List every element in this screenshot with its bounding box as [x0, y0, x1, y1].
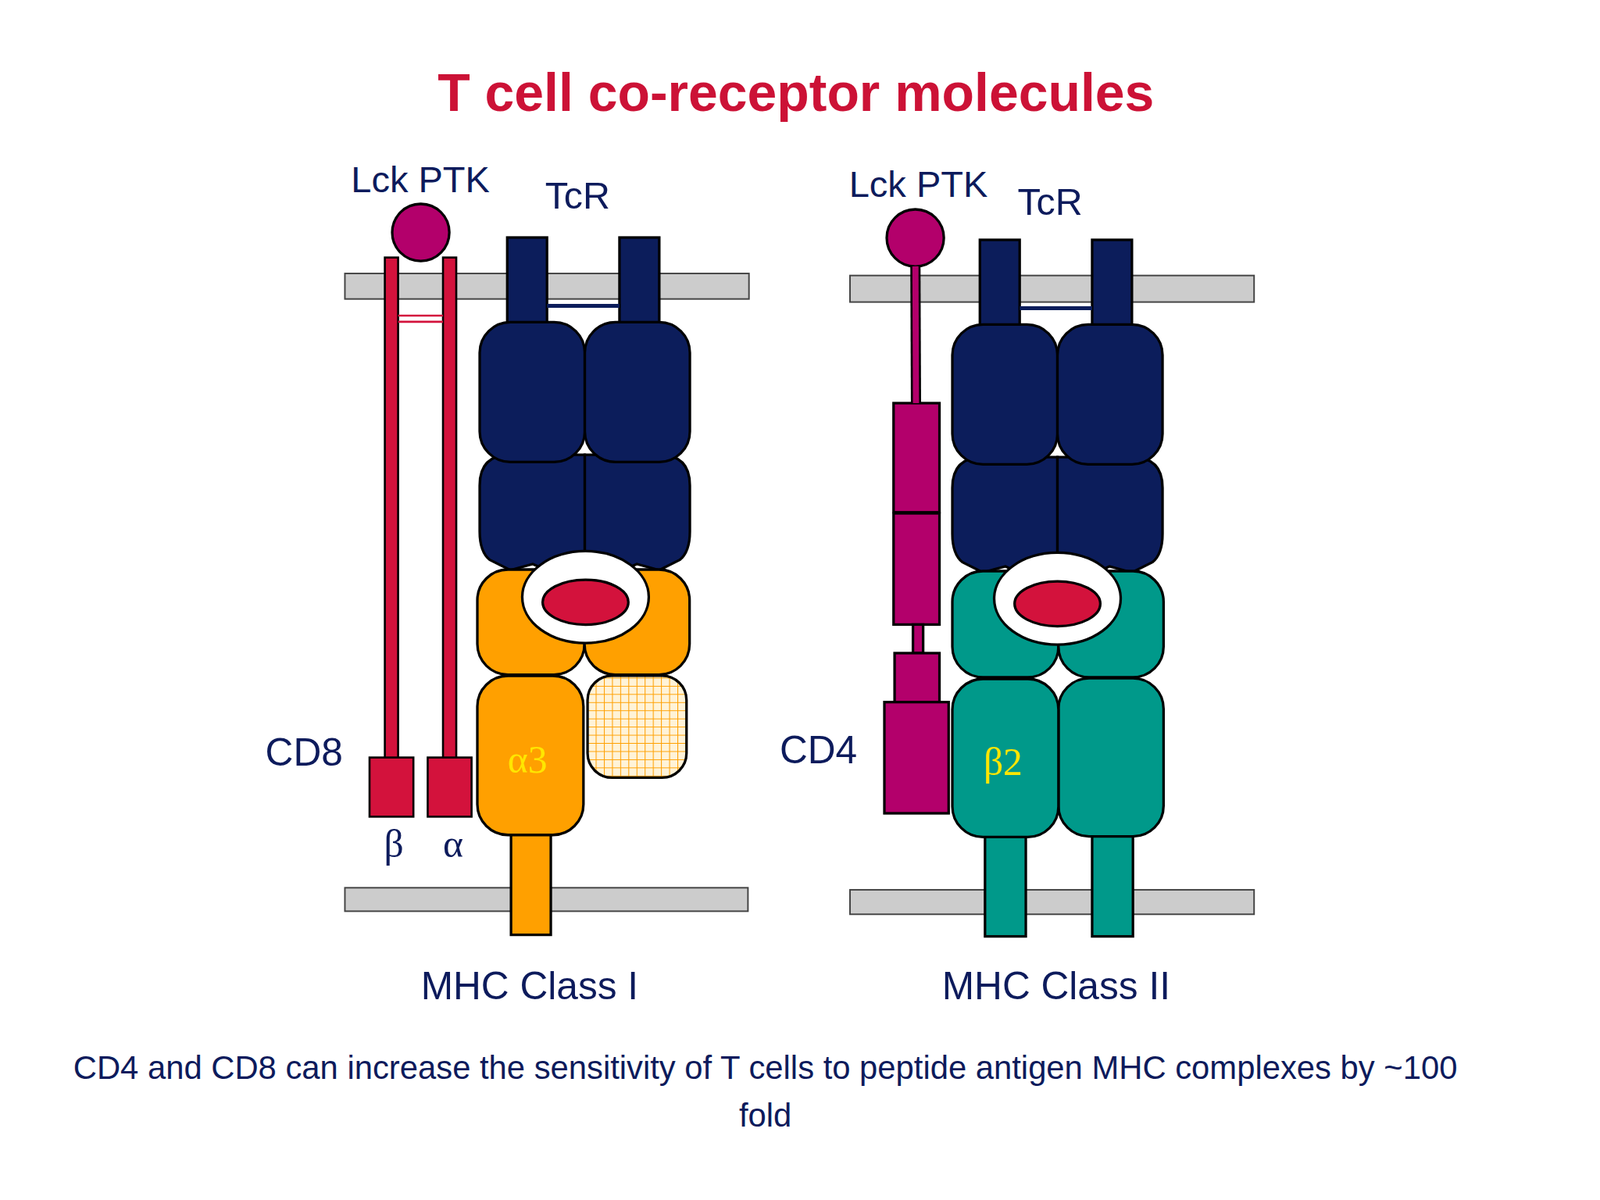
node-label: CD4 [779, 728, 858, 772]
beta2-microglobulin [587, 675, 687, 779]
tcr-stalk [1092, 239, 1133, 333]
node-outline [952, 239, 1164, 572]
node-label: α3 [507, 739, 548, 783]
cd4-domain [894, 653, 940, 703]
node-label: Lck PTK [350, 159, 490, 200]
node-outline [479, 237, 690, 572]
node-outline [886, 209, 944, 267]
node-label: TcR [1017, 181, 1083, 223]
apc-membrane [850, 889, 1254, 915]
mhc-beta2-domain [952, 678, 1059, 837]
node-label: β2 [983, 740, 1023, 784]
diagram-title: T cell co-receptor molecules [437, 61, 1154, 122]
cd4-domain [884, 702, 949, 814]
connector [914, 266, 917, 404]
node-label: CD8 [265, 730, 343, 774]
domain-box: β2 [952, 678, 1059, 837]
cd8-alpha-domain [427, 757, 472, 817]
peptide-antigen [542, 579, 629, 625]
tcr-stalk [619, 237, 660, 330]
mhc-stalk [510, 828, 551, 936]
receptor-shape: TcR [952, 239, 1164, 572]
lck-kinase [392, 203, 450, 261]
kinase-circle: Lck PTK [392, 203, 450, 261]
mhc-alpha3-domain [477, 675, 584, 836]
cd8-beta-domain [369, 757, 414, 817]
tcr-disulfide [1019, 306, 1093, 311]
tcr-constant-domain [584, 322, 690, 463]
cd8-beta-chain [384, 257, 398, 763]
mhc-alpha2-domain [1057, 678, 1164, 837]
connector-line [912, 266, 920, 404]
cd8-alpha-chain [442, 257, 457, 763]
coreceptor-shape: CD8 [369, 255, 472, 817]
node-label: TcR [545, 175, 611, 217]
cd4-domain [893, 513, 940, 625]
cd4-hinge [913, 624, 924, 654]
tcr-stalk [979, 239, 1020, 333]
node-outline [392, 203, 450, 261]
mhc-molecule: MHC Class IIβ2 [952, 571, 1164, 937]
node-label: Lck PTK [849, 164, 989, 206]
chain-label: β [384, 823, 404, 867]
tcr-disulfide [546, 303, 620, 308]
connector-outline [910, 266, 922, 404]
tcr-stalk [507, 237, 547, 330]
lck-kinase [886, 209, 944, 267]
cd8-disulfide [397, 320, 443, 323]
node-outline [369, 255, 472, 817]
chain-label: α [442, 823, 464, 867]
node-outline [884, 403, 949, 814]
cd4-domain [893, 403, 940, 513]
receptor-shape: TcR [479, 237, 690, 572]
node-label: MHC Class I [421, 964, 639, 1008]
mhc-stalk [984, 831, 1025, 937]
peptide-groove [993, 553, 1121, 646]
cd8-disulfide [397, 314, 443, 317]
tcr-constant-domain [952, 324, 1058, 465]
peptide-antigen [1014, 581, 1100, 626]
tcr-constant-domain [1057, 324, 1163, 465]
diagram-caption: CD4 and CD8 can increase the sensitivity… [71, 1044, 1459, 1139]
tcr-constant-domain [479, 322, 586, 463]
node-label: MHC Class II [942, 964, 1171, 1008]
domain-box: α3 [477, 675, 584, 836]
kinase-circle: Lck PTK [886, 209, 944, 267]
mhc-stalk [1092, 831, 1133, 937]
coreceptor-shape: CD4 [884, 403, 949, 814]
mhc-molecule: MHC Class Iα3 [477, 569, 690, 936]
peptide-groove [522, 550, 650, 643]
